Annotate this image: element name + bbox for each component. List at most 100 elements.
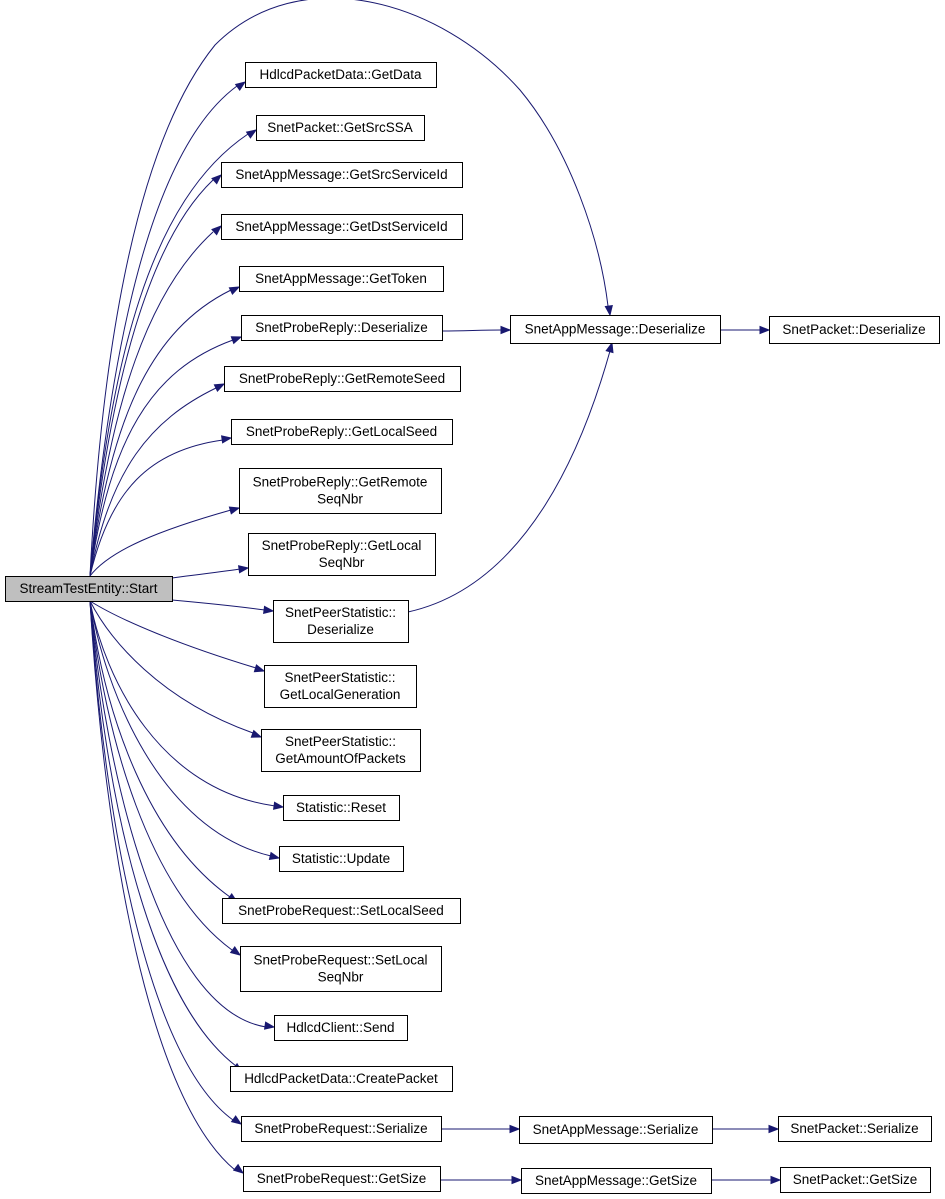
- call-edge-start-to-proberequest_serialize: [89, 600, 234, 1121]
- node-box: [240, 946, 442, 992]
- arrowhead-icon: [268, 851, 281, 860]
- call-edge-start-to-hdlcd_createpacket: [89, 600, 237, 1067]
- call-edge-start-to-peerstat_getlocalgeneration: [89, 600, 257, 669]
- node-snetpacket_getsize[interactable]: SnetPacket::GetSize: [780, 1167, 931, 1193]
- node-peerstat_getlocalgeneration[interactable]: SnetPeerStatistic::GetLocalGeneration: [264, 665, 417, 708]
- node-probereply_getlocalseed[interactable]: SnetProbeReply::GetLocalSeed: [231, 419, 453, 445]
- arrowhead-icon: [250, 729, 263, 738]
- call-edge-peerstat_deserialize-to-snetapp_deserialize: [407, 350, 611, 613]
- arrowhead-icon: [500, 325, 512, 335]
- node-box: [243, 1166, 441, 1192]
- node-box: [261, 729, 421, 772]
- node-box: [521, 1168, 712, 1194]
- node-peerstat_getamountofpackets[interactable]: SnetPeerStatistic::GetAmountOfPackets: [261, 729, 421, 772]
- node-start[interactable]: StreamTestEntity::Start: [5, 576, 173, 602]
- node-box: [274, 1015, 408, 1041]
- call-edge-start-to-probereply_getlocalseed: [89, 439, 224, 577]
- node-snetpacket_deserialize[interactable]: SnetPacket::Deserialize: [769, 316, 940, 344]
- arrowhead-icon: [213, 383, 226, 392]
- node-label: Statistic::Reset: [296, 800, 386, 815]
- call-edge-start-to-peerstat_getamountofpackets: [89, 600, 254, 734]
- node-label: HdlcdPacketData::CreatePacket: [244, 1071, 438, 1086]
- node-proberequest_serialize[interactable]: SnetProbeRequest::Serialize: [241, 1116, 442, 1142]
- node-label: SnetProbeReply::GetLocal: [262, 538, 422, 553]
- arrowhead-icon: [228, 286, 241, 295]
- node-label: Statistic::Update: [292, 851, 390, 866]
- node-box: [222, 898, 461, 924]
- node-box: [780, 1167, 931, 1193]
- node-probereply_deserialize[interactable]: SnetProbeReply::Deserialize: [241, 315, 443, 341]
- node-snetapp_serialize[interactable]: SnetAppMessage::Serialize: [519, 1116, 713, 1144]
- call-edges: [89, 0, 782, 1185]
- node-hdlcd_getdata[interactable]: HdlcdPacketData::GetData: [245, 62, 437, 88]
- node-snetpacket_serialize[interactable]: SnetPacket::Serialize: [778, 1116, 932, 1142]
- node-box: [5, 576, 173, 602]
- node-box: [224, 366, 461, 392]
- call-nodes: StreamTestEntity::StartHdlcdPacketData::…: [5, 62, 940, 1194]
- node-label: SnetPeerStatistic::: [285, 734, 396, 749]
- arrowhead-icon: [770, 1175, 782, 1185]
- node-snetpacket_getsrcssa[interactable]: SnetPacket::GetSrcSSA: [256, 115, 425, 141]
- node-proberequest_setlocalseed[interactable]: SnetProbeRequest::SetLocalSeed: [222, 898, 461, 924]
- node-snetapp_getsrcserviceid[interactable]: SnetAppMessage::GetSrcServiceId: [221, 162, 463, 188]
- call-edge-start-to-statistic_reset: [89, 600, 276, 807]
- node-box: [264, 665, 417, 708]
- node-box: [778, 1116, 932, 1142]
- arrowhead-icon: [263, 1021, 276, 1030]
- node-label: SnetAppMessage::GetSize: [535, 1173, 697, 1188]
- node-snetapp_deserialize[interactable]: SnetAppMessage::Deserialize: [510, 315, 721, 344]
- node-snetapp_gettoken[interactable]: SnetAppMessage::GetToken: [239, 266, 444, 292]
- node-box: [256, 115, 425, 141]
- arrowhead-icon: [234, 81, 247, 91]
- node-statistic_update[interactable]: Statistic::Update: [279, 846, 404, 872]
- arrowhead-icon: [768, 1124, 780, 1134]
- node-box: [273, 600, 409, 643]
- arrowhead-icon: [604, 305, 613, 317]
- node-probereply_getremoteseed[interactable]: SnetProbeReply::GetRemoteSeed: [224, 366, 461, 392]
- arrowhead-icon: [509, 1124, 521, 1134]
- node-snetapp_getsize[interactable]: SnetAppMessage::GetSize: [521, 1168, 712, 1194]
- arrowhead-icon: [605, 341, 614, 354]
- call-edge-start-to-probereply_getremoteseed: [89, 387, 217, 577]
- node-label: SnetAppMessage::Deserialize: [525, 322, 706, 337]
- arrowhead-icon: [245, 129, 258, 139]
- arrowhead-icon: [228, 506, 241, 515]
- node-snetapp_getdstserviceid[interactable]: SnetAppMessage::GetDstServiceId: [221, 214, 463, 240]
- node-label: SnetProbeRequest::SetLocal: [253, 953, 427, 968]
- node-label: SnetAppMessage::GetSrcServiceId: [235, 167, 447, 182]
- node-label: SnetProbeRequest::Serialize: [254, 1121, 427, 1136]
- node-box: [283, 795, 400, 821]
- node-box: [241, 1116, 442, 1142]
- arrowhead-icon: [263, 605, 275, 614]
- node-hdlcd_createpacket[interactable]: HdlcdPacketData::CreatePacket: [230, 1066, 453, 1092]
- node-box: [245, 62, 437, 88]
- node-label: SeqNbr: [317, 492, 363, 507]
- node-box: [241, 315, 443, 341]
- node-hdlcdclient_send[interactable]: HdlcdClient::Send: [274, 1015, 408, 1041]
- node-label: SnetProbeReply::GetRemote: [253, 475, 428, 490]
- node-statistic_reset[interactable]: Statistic::Reset: [283, 795, 400, 821]
- node-label: SnetPeerStatistic::: [285, 605, 396, 620]
- call-edge-start-to-hdlcd_getdata: [89, 85, 238, 577]
- node-label: StreamTestEntity::Start: [19, 581, 157, 596]
- node-box: [510, 315, 721, 344]
- node-label: SeqNbr: [318, 970, 364, 985]
- arrowhead-icon: [229, 946, 242, 956]
- node-proberequest_getsize[interactable]: SnetProbeRequest::GetSize: [243, 1166, 441, 1192]
- node-label: SeqNbr: [319, 555, 365, 570]
- call-edge-start-to-proberequest_setlocalseqnbr: [89, 600, 233, 951]
- node-label: SnetProbeRequest::SetLocalSeed: [238, 903, 444, 918]
- node-box: [239, 468, 442, 514]
- arrowhead-icon: [232, 1163, 245, 1174]
- call-edge-start-to-snetapp_getsrcserviceid: [89, 179, 214, 577]
- node-peerstat_deserialize[interactable]: SnetPeerStatistic::Deserialize: [273, 600, 409, 643]
- call-edge-start-to-probereply_deserialize: [89, 339, 234, 577]
- call-edge-start-to-snetpacket_getsrcssa: [89, 133, 249, 577]
- node-label: Deserialize: [307, 622, 374, 637]
- arrowhead-icon: [211, 225, 223, 236]
- node-label: SnetProbeReply::Deserialize: [255, 320, 428, 335]
